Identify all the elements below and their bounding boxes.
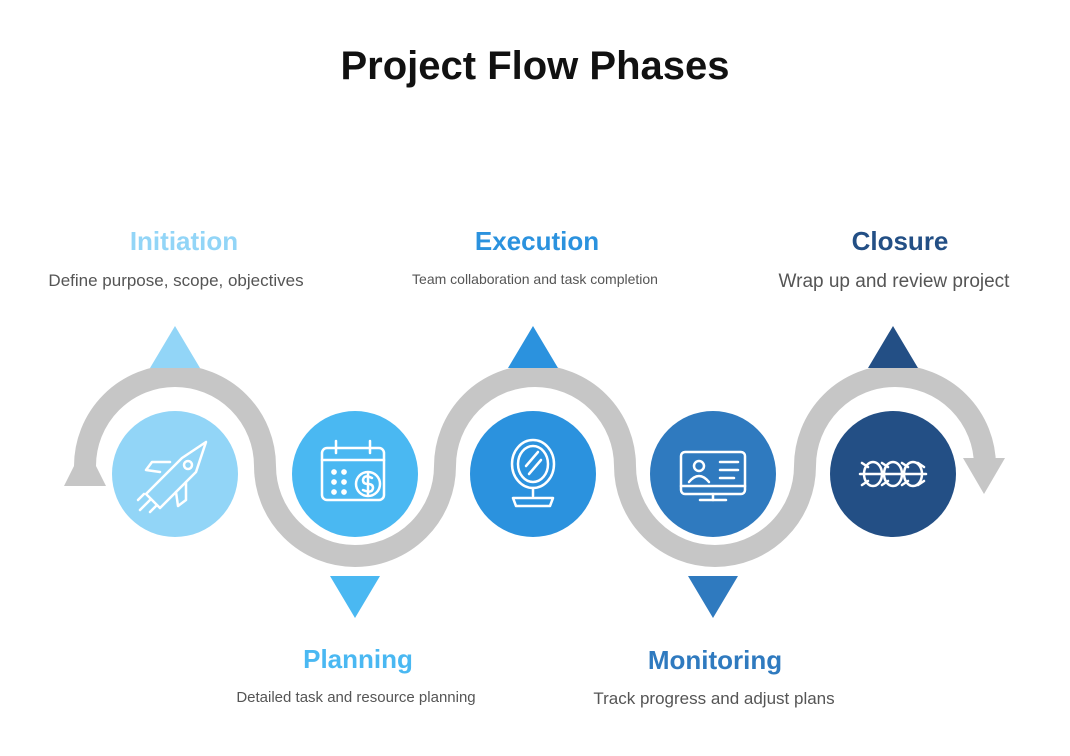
planning-pointer — [330, 576, 380, 618]
execution-description: Team collaboration and task completion — [412, 271, 658, 287]
planning-description: Detailed task and resource planning — [236, 689, 476, 706]
initiation-title: Initiation — [129, 226, 239, 256]
execution-pointer — [508, 326, 558, 368]
monitoring-pointer — [688, 576, 738, 618]
initiation-description: Define purpose, scope, objectives — [48, 271, 304, 290]
flow-track — [74, 365, 996, 567]
closure-pointer — [868, 326, 918, 368]
planning-title: Planning — [303, 644, 413, 674]
track-start-arrowhead — [64, 444, 106, 486]
barbed-wire-icon — [858, 460, 928, 488]
monitoring-circle — [650, 411, 776, 537]
monitoring-title: Monitoring — [647, 645, 783, 675]
initiation-pointer — [150, 326, 200, 368]
calendar-dollar-icon — [320, 439, 386, 502]
initiation-circle — [112, 411, 238, 537]
planning-circle — [292, 411, 418, 537]
closure-description: Wrap up and review project — [778, 271, 1010, 292]
mirror-icon — [510, 438, 556, 508]
track-end-arrowhead — [963, 458, 1005, 494]
rocket-icon — [136, 440, 208, 514]
monitoring-description: Track progress and adjust plans — [593, 689, 835, 708]
page-title: Project Flow Phases — [340, 44, 730, 88]
closure-title: Closure — [851, 226, 949, 256]
execution-circle — [470, 411, 596, 537]
execution-title: Execution — [474, 226, 600, 256]
monitor-user-icon — [679, 450, 747, 502]
